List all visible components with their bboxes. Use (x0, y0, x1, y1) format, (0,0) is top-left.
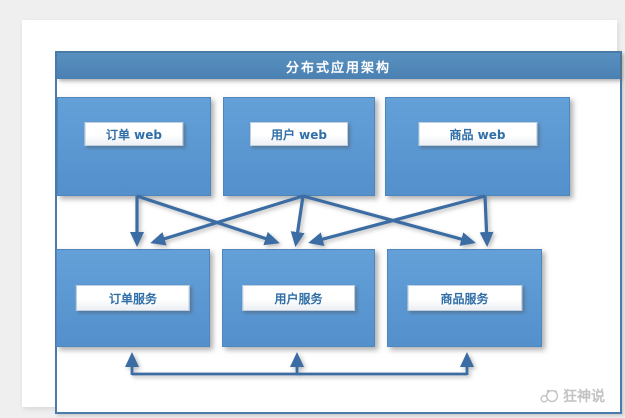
node-user-service-label: 用户服务 (241, 285, 356, 311)
node-user-web-label: 用户 web (250, 122, 348, 146)
node-order-service: 订单服务 (56, 249, 210, 347)
node-product-service: 商品服务 (387, 249, 542, 347)
node-order-service-label: 订单服务 (75, 285, 191, 311)
node-order-web: 订单 web (57, 97, 211, 196)
node-order-web-label: 订单 web (84, 122, 184, 146)
kuangshen-logo-icon (540, 389, 559, 403)
node-product-web: 商品 web (385, 97, 570, 196)
watermark-text: 狂神说 (563, 389, 605, 405)
diagram-title: 分布式应用架构 (57, 53, 620, 79)
node-product-web-label: 商品 web (417, 122, 538, 146)
article-image-sheet: 分布式应用架构 (22, 20, 622, 414)
node-product-service-label: 商品服务 (406, 285, 523, 311)
node-user-service: 用户服务 (222, 249, 375, 347)
node-user-web: 用户 web (223, 97, 375, 196)
watermark: 狂神说 (540, 386, 622, 406)
